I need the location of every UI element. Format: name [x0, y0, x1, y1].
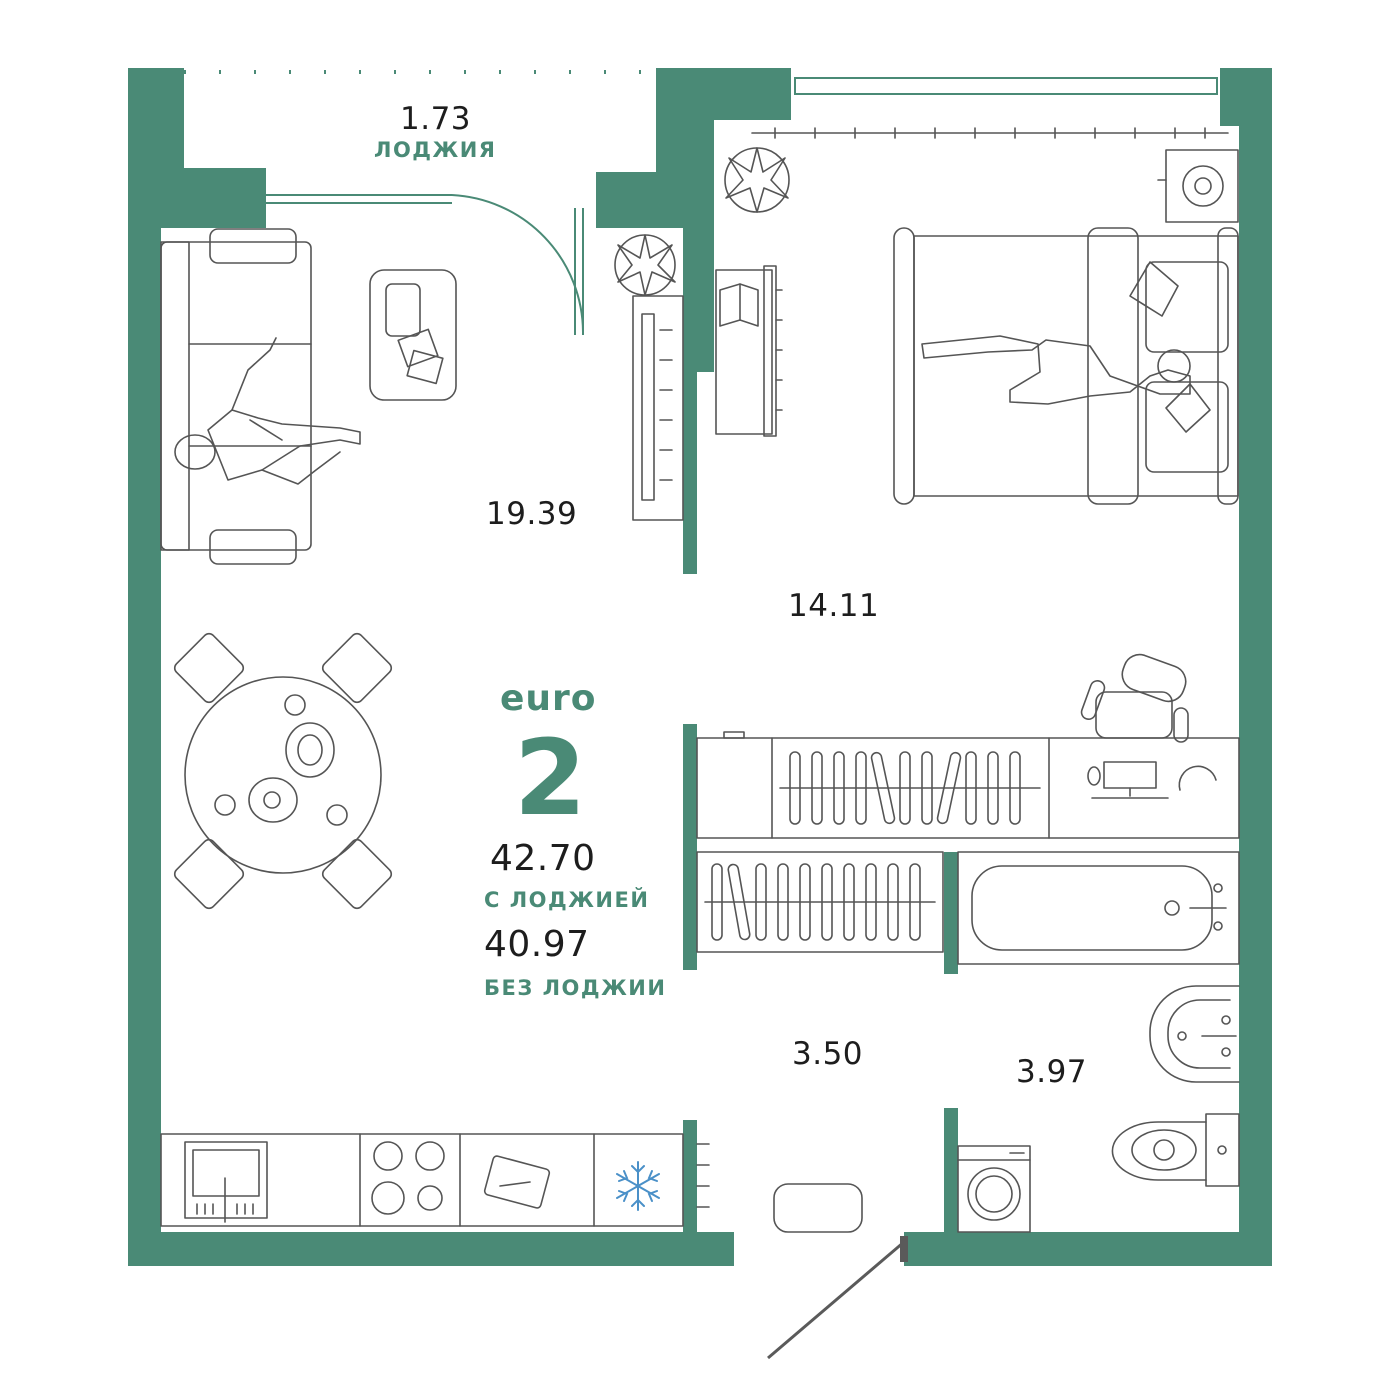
curtain-rail-icon — [751, 127, 1229, 139]
bathroom-area: 3.97 — [1016, 1054, 1088, 1090]
living-kitchen-area: 19.39 — [486, 496, 578, 532]
boiler-icon — [1157, 149, 1239, 223]
chair-icon — [321, 838, 393, 910]
windows — [184, 70, 1218, 335]
chair-icon — [321, 632, 393, 704]
washing-machine-icon — [957, 1145, 1031, 1233]
layout-type: euro — [500, 678, 597, 719]
person-icon — [174, 337, 361, 485]
chair-icon — [173, 632, 245, 704]
room-count: 2 — [514, 717, 587, 839]
cutting-board-icon — [483, 1155, 551, 1209]
washbasin-icon — [1149, 985, 1240, 1083]
sofa-icon — [160, 228, 312, 565]
stove-icon — [371, 1141, 445, 1215]
bedroom-area: 14.11 — [788, 588, 880, 624]
bathtub-icon — [957, 851, 1240, 965]
loggia-area: 1.73 — [400, 101, 472, 137]
tv-stand-icon — [632, 295, 684, 521]
office-chair-icon — [1080, 653, 1189, 743]
plant-icon — [724, 147, 790, 213]
plant-icon — [614, 234, 676, 296]
without-loggia-label: БЕЗ ЛОДЖИИ — [484, 976, 667, 1000]
dining-table-icon — [184, 676, 382, 874]
double-bed-icon — [893, 227, 1239, 505]
total-area-with-loggia: 42.70 — [490, 838, 596, 879]
computer-icon — [1087, 761, 1217, 799]
loggia-label: ЛОДЖИЯ — [374, 138, 497, 162]
wardrobe-icon — [696, 851, 944, 953]
total-area-without-loggia: 40.97 — [484, 924, 590, 965]
wardrobe-icon — [696, 731, 1240, 839]
fridge-handles — [696, 1143, 710, 1208]
chair-icon — [173, 838, 245, 910]
kitchen-counter — [160, 1133, 684, 1227]
door-mat-icon — [773, 1183, 863, 1233]
entrance-door — [767, 1236, 908, 1360]
toilet-icon — [1111, 1113, 1240, 1187]
hallway-area: 3.50 — [792, 1036, 864, 1072]
walls — [128, 68, 1272, 1266]
sink-icon — [184, 1141, 268, 1223]
desk-icon — [715, 265, 783, 437]
with-loggia-label: С ЛОДЖИЕЙ — [484, 888, 650, 912]
snowflake-icon — [616, 1161, 660, 1211]
coffee-table-icon — [369, 269, 457, 401]
